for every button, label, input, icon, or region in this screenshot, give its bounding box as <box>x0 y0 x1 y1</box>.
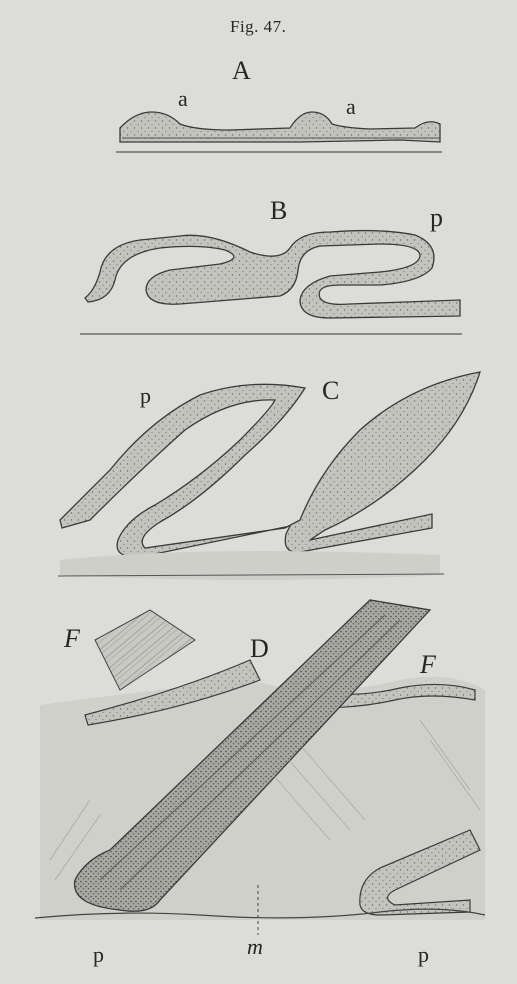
panel-b-letter: B <box>270 198 287 224</box>
panel-d-letter: D <box>250 636 269 662</box>
panel-a-label-1: a <box>178 88 188 110</box>
panel-c-drawing <box>58 372 480 580</box>
panel-c-label-p: p <box>140 385 151 407</box>
panel-d-label-f-left: F <box>64 626 80 652</box>
panel-d-label-p-right: p <box>418 944 429 966</box>
figure-caption: Fig. 47. <box>230 18 286 35</box>
panel-a-label-2: a <box>346 96 356 118</box>
panel-b-drawing <box>80 231 462 334</box>
panel-d-label-p-left: p <box>93 944 104 966</box>
panel-c-letter: C <box>322 378 339 404</box>
panel-b-label-p: p <box>430 205 443 231</box>
panel-d-label-m: m <box>247 936 263 958</box>
panel-a-letter: A <box>232 58 251 84</box>
panel-a-drawing <box>116 112 442 152</box>
panel-d-label-f-right: F <box>420 652 436 678</box>
